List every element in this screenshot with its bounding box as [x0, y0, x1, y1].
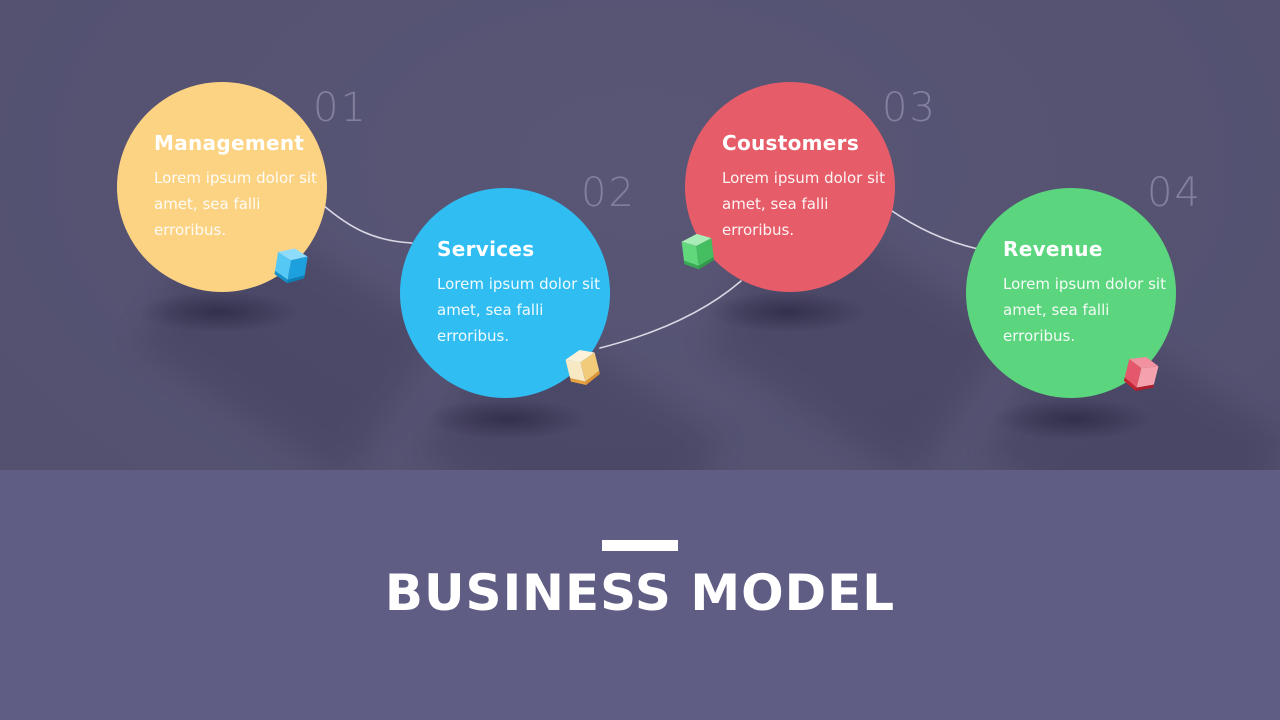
- circle-ground-shadow: [688, 286, 888, 338]
- step-description: Lorem ipsum dolor sit amet, sea falli er…: [154, 169, 317, 239]
- cube-top-face: [681, 233, 712, 247]
- step-circle-customers: Coustomers Lorem ipsum dolor sit amet, s…: [685, 82, 895, 292]
- circle-ground-shadow: [119, 286, 319, 338]
- step-title: Services: [437, 237, 535, 261]
- connector-line-2-3: [599, 280, 742, 349]
- connector-lines: [322, 204, 979, 349]
- cube-icon: [1123, 357, 1159, 391]
- cube-left-face: [275, 251, 291, 280]
- cube-right-face: [580, 352, 600, 382]
- cube-icon: [274, 248, 308, 284]
- cube-icon: [681, 233, 715, 270]
- connector-line-1-2: [322, 204, 413, 244]
- cube-icon: [565, 350, 600, 385]
- connector-line-3-4: [888, 208, 979, 250]
- cube-right-face: [1136, 366, 1159, 388]
- step-circle-revenue: Revenue Lorem ipsum dolor sit amet, sea …: [966, 188, 1176, 398]
- cube-top-face: [1129, 357, 1159, 369]
- cube-edge: [698, 256, 715, 270]
- cube-top-face: [565, 350, 595, 363]
- diagram-area: 01 02 03 04 Management Lorem ipsum dolor…: [0, 0, 1280, 470]
- cube-right-face: [287, 256, 308, 280]
- cube-edge: [570, 378, 587, 385]
- step-title: Management: [154, 131, 305, 155]
- cube-right-face: [696, 238, 714, 266]
- cube-edge: [1135, 384, 1154, 391]
- circle-ground-shadow: [974, 393, 1174, 445]
- cube-edge: [274, 270, 288, 284]
- step-title: Revenue: [1003, 237, 1103, 261]
- step-circle-management: Management Lorem ipsum dolor sit amet, s…: [117, 82, 327, 292]
- step-description: Lorem ipsum dolor sit amet, sea falli er…: [437, 275, 600, 345]
- title-accent-bar: [602, 540, 678, 551]
- cube-top-face: [278, 248, 308, 261]
- step-description: Lorem ipsum dolor sit amet, sea falli er…: [1003, 275, 1166, 345]
- step-description: Lorem ipsum dolor sit amet, sea falli er…: [722, 169, 885, 239]
- cube-edge: [1123, 377, 1137, 391]
- step-number-1: 01: [313, 85, 368, 131]
- circle-ground-shadow: [407, 393, 607, 445]
- step-number-2: 02: [581, 170, 636, 216]
- cube-edge: [287, 275, 305, 284]
- step-title: Coustomers: [722, 131, 860, 155]
- cube-edge: [585, 370, 600, 385]
- title-area: BUSINESS MODEL: [0, 470, 1280, 720]
- cube-edge: [683, 260, 700, 270]
- slide-title: BUSINESS MODEL: [384, 564, 896, 622]
- step-number-4: 04: [1147, 170, 1202, 216]
- cube-left-face: [565, 359, 586, 382]
- cube-left-face: [1124, 358, 1142, 388]
- cube-left-face: [681, 241, 699, 266]
- step-number-3: 03: [882, 85, 937, 131]
